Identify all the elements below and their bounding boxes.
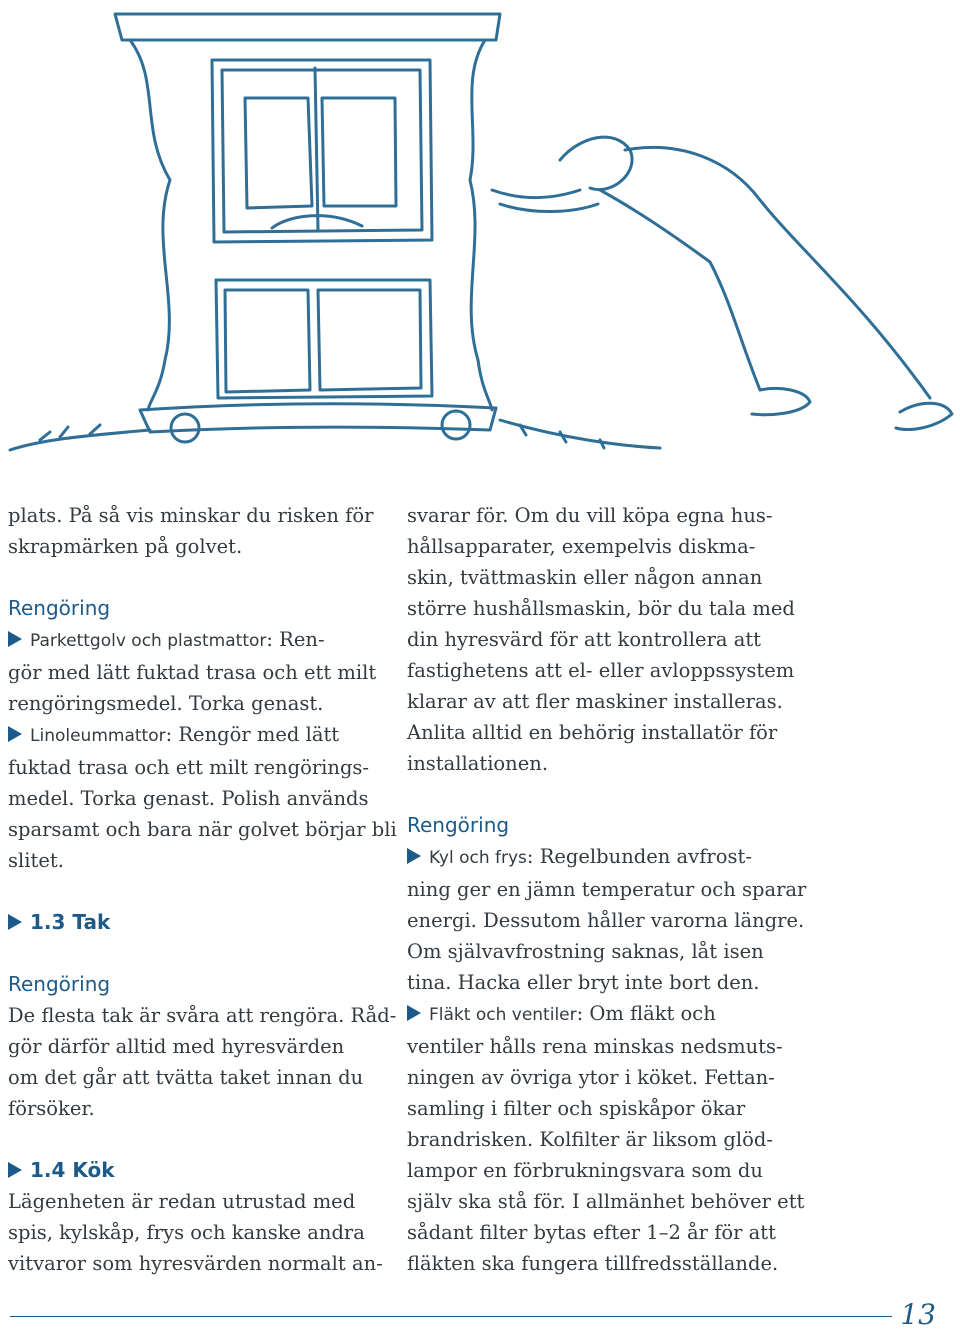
paragraph-line: medel. Torka genast. Polish används xyxy=(8,787,369,810)
rengoring-heading: Rengöring xyxy=(8,596,111,620)
paragraph-line: större hushållsmaskin, bör du tala med xyxy=(407,597,795,620)
paragraph-line: tina. Hacka eller bryt inte bort den. xyxy=(407,971,760,994)
paragraph-line: ningen av övriga ytor i köket. Fettan- xyxy=(407,1066,775,1089)
paragraph-line: De flesta tak är svåra att rengöra. Råd- xyxy=(8,1004,397,1027)
left-text-column: plats. På så vis minskar du risken för s… xyxy=(8,500,397,1279)
paragraph-line: energi. Dessutom håller varorna längre. xyxy=(407,909,805,932)
paragraph-line: Anlita alltid en behörig installatör för xyxy=(407,721,778,744)
bullet-kyl-och-frys: Kyl och frys: Regelbunden avfrost- xyxy=(407,841,787,874)
triangle-bullet-icon xyxy=(407,848,421,864)
paragraph-line: sparsamt och bara när golvet börjar bli xyxy=(8,818,397,841)
paragraph-line: plats. På så vis minskar du risken för xyxy=(8,504,374,527)
paragraph-line: klarar av att fler maskiner installeras. xyxy=(407,690,783,713)
paragraph-line: lampor en förbrukningsvara som du xyxy=(407,1159,763,1182)
paragraph-line: svarar för. Om du vill köpa egna hus- xyxy=(407,504,773,527)
paragraph-line: din hyresvärd för att kontrollera att xyxy=(407,628,762,651)
paragraph-line: sådant filter bytas efter 1–2 år för att xyxy=(407,1221,776,1244)
bullet-linoleum: Linoleummattor: Rengör med lätt xyxy=(8,719,378,752)
man-pushing-cabinet-illustration xyxy=(8,12,954,452)
paragraph-line: fastighetens att el- eller avloppssystem xyxy=(407,659,795,682)
bullet-parkettgolv: Parkettgolv och plastmattor: Ren- xyxy=(8,624,378,657)
triangle-bullet-icon xyxy=(8,914,22,930)
bullet-term: Parkettgolv och plastmattor xyxy=(30,631,267,651)
section-heading-tak: 1.3 Tak xyxy=(8,907,378,938)
paragraph-line: vitvaror som hyresvärden normalt an- xyxy=(8,1252,383,1275)
paragraph-line: gör därför alltid med hyresvärden xyxy=(8,1035,345,1058)
paragraph-line: brandrisken. Kolfilter är liksom glöd- xyxy=(407,1128,773,1151)
paragraph-line: samling i filter och spiskåpor ökar xyxy=(407,1097,746,1120)
rengoring-heading: Rengöring xyxy=(8,972,111,996)
paragraph-line: skin, tvättmaskin eller någon annan xyxy=(407,566,763,589)
paragraph-line: om det går att tvätta taket innan du xyxy=(8,1066,364,1089)
triangle-bullet-icon xyxy=(8,1162,22,1178)
footer-divider xyxy=(10,1316,892,1317)
bullet-term: Fläkt och ventiler xyxy=(429,1005,577,1025)
paragraph-line: gör med lätt fuktad trasa och ett milt xyxy=(8,661,377,684)
paragraph-line: hållsapparater, exempelvis diskma- xyxy=(407,535,756,558)
paragraph-line: ning ger en jämn temperatur och sparar xyxy=(407,878,807,901)
paragraph-line: ventiler hålls rena minskas nedsmuts- xyxy=(407,1035,783,1058)
rengoring-heading: Rengöring xyxy=(407,813,510,837)
bullet-flakt-och-ventiler: Fläkt och ventiler: Om fläkt och xyxy=(407,998,787,1031)
paragraph-line: slitet. xyxy=(8,849,64,872)
paragraph-line: fuktad trasa och ett milt rengörings- xyxy=(8,756,370,779)
paragraph-line: själv ska stå för. I allmänhet behöver e… xyxy=(407,1190,805,1213)
page-number: 13 xyxy=(900,1298,936,1331)
paragraph-line: Om självavfrostning saknas, låt isen xyxy=(407,940,764,963)
paragraph-line: rengöringsmedel. Torka genast. xyxy=(8,692,324,715)
triangle-bullet-icon xyxy=(8,726,22,742)
paragraph-line: installationen. xyxy=(407,752,549,775)
paragraph-line: spis, kylskåp, frys och kanske andra xyxy=(8,1221,365,1244)
triangle-bullet-icon xyxy=(8,631,22,647)
paragraph-line: skrapmärken på golvet. xyxy=(8,535,243,558)
triangle-bullet-icon xyxy=(407,1005,421,1021)
bullet-term: Kyl och frys xyxy=(429,848,527,868)
right-text-column: svarar för. Om du vill köpa egna hus- hå… xyxy=(407,500,807,1279)
section-heading-kok: 1.4 Kök xyxy=(8,1155,378,1186)
bullet-term: Linoleummattor xyxy=(30,726,166,746)
paragraph-line: fläkten ska fungera tillfredsställande. xyxy=(407,1252,779,1275)
paragraph-line: försöker. xyxy=(8,1097,95,1120)
paragraph-line: Lägenheten är redan utrustad med xyxy=(8,1190,356,1213)
